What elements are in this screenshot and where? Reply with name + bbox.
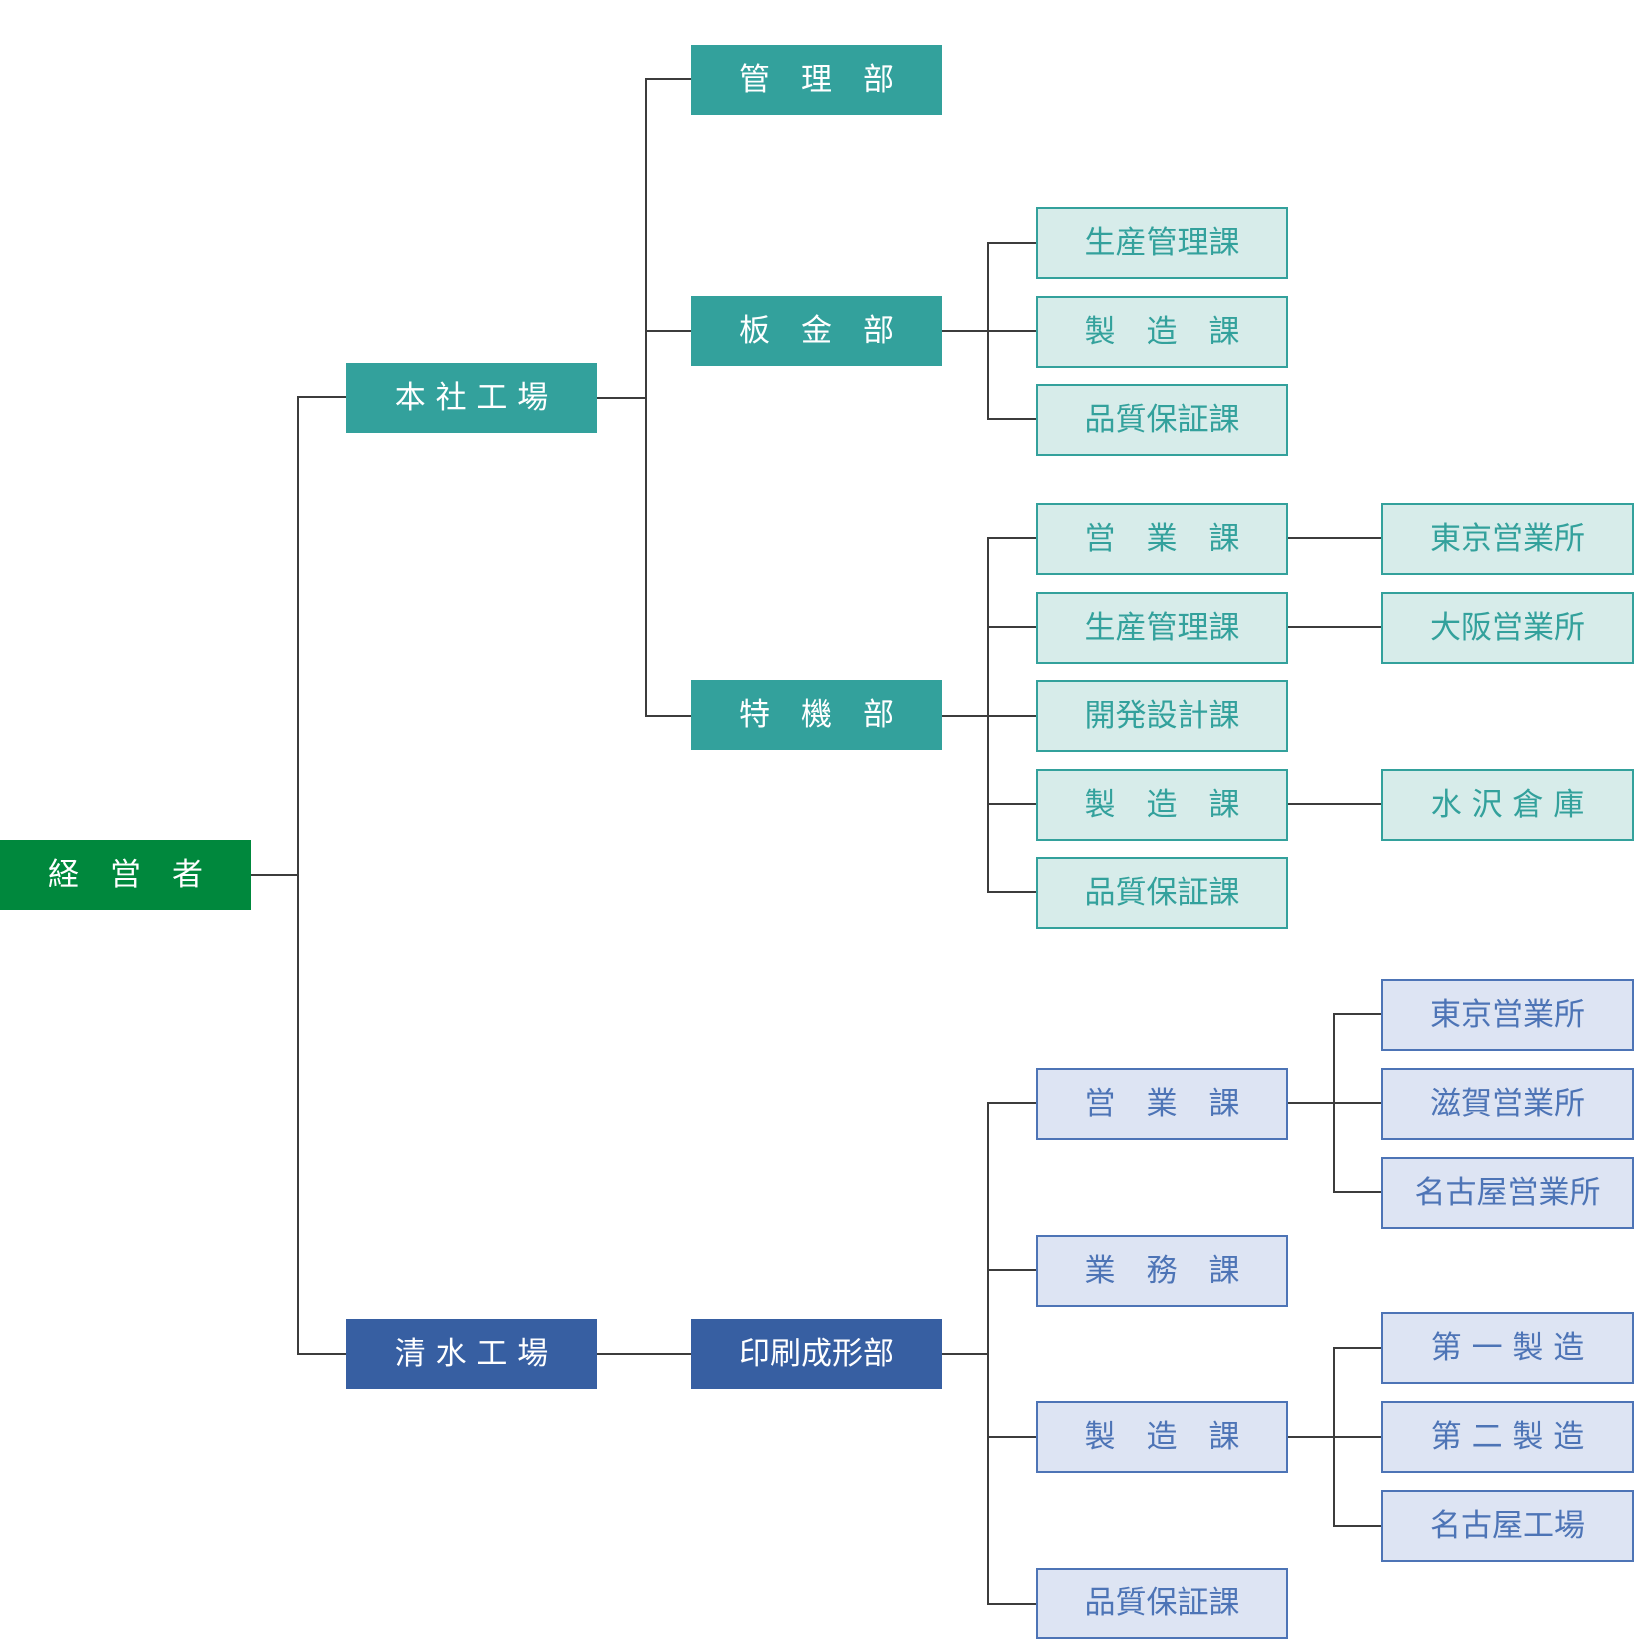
connector-line [987, 418, 1038, 420]
connector-line [1333, 1013, 1383, 1015]
connector-line [251, 874, 299, 876]
connector-line [987, 626, 1038, 628]
node-insatsu-daini-seizo: 第 二 製 造 [1381, 1401, 1634, 1473]
node-insatsu-nagoya-kojo: 名古屋工場 [1381, 1490, 1634, 1562]
node-bankin-hinshitsu-ka: 品質保証課 [1036, 384, 1288, 456]
node-tokki-eigyo-ka: 営 業 課 [1036, 503, 1288, 575]
node-kanri-bu: 管 理 部 [691, 45, 942, 115]
node-bankin-bu: 板 金 部 [691, 296, 942, 366]
node-insatsu-hinshitsu-ka: 品質保証課 [1036, 1568, 1288, 1639]
node-insatsu-shiga-eigyosho: 滋賀営業所 [1381, 1068, 1634, 1140]
node-insatsu-seizo-ka: 製 造 課 [1036, 1401, 1288, 1473]
node-tokki-seisan-kanri-ka: 生産管理課 [1036, 592, 1288, 664]
connector-line [645, 78, 647, 717]
node-insatsu-gyomu-ka: 業 務 課 [1036, 1235, 1288, 1307]
node-tokki-hinshitsu-ka: 品質保証課 [1036, 857, 1288, 929]
node-insatsu-eigyo-ka: 営 業 課 [1036, 1068, 1288, 1140]
connector-line [1333, 1347, 1383, 1349]
node-keieisha: 経 営 者 [0, 840, 251, 910]
connector-line [987, 1102, 1038, 1104]
connector-line [942, 1353, 989, 1355]
node-tokki-osaka-eigyosho: 大阪営業所 [1381, 592, 1634, 664]
connector-line [1333, 1525, 1383, 1527]
node-tokki-bu: 特 機 部 [691, 680, 942, 750]
connector-line [987, 1102, 989, 1605]
connector-line [597, 1353, 692, 1355]
connector-line [645, 330, 691, 332]
node-honsha-kojo: 本 社 工 場 [346, 363, 597, 433]
connector-line [645, 715, 691, 717]
node-insatsu-nagoya-eigyosho: 名古屋営業所 [1381, 1157, 1634, 1229]
connector-line [987, 537, 1038, 539]
connector-line [297, 396, 299, 1355]
node-tokki-kaihatsu-sekkei-ka: 開発設計課 [1036, 680, 1288, 752]
connector-line [987, 1603, 1038, 1605]
connector-line [645, 78, 691, 80]
node-shimizu-kojo: 清 水 工 場 [346, 1319, 597, 1389]
node-tokki-seizo-ka: 製 造 課 [1036, 769, 1288, 841]
connector-line [942, 715, 1038, 717]
node-bankin-seizo-ka: 製 造 課 [1036, 296, 1288, 368]
connector-line [987, 803, 1038, 805]
connector-line [987, 1436, 1038, 1438]
node-tokki-mizusawa-soko: 水 沢 倉 庫 [1381, 769, 1634, 841]
connector-line [987, 242, 989, 420]
connector-line [987, 242, 1038, 244]
node-tokki-tokyo-eigyosho: 東京営業所 [1381, 503, 1634, 575]
connector-line [1287, 1102, 1383, 1104]
connector-line [1287, 803, 1383, 805]
connector-line [942, 330, 1038, 332]
node-insatsu-tokyo-eigyosho: 東京営業所 [1381, 979, 1634, 1051]
connector-line [987, 891, 1038, 893]
connector-line [987, 537, 989, 893]
connector-line [987, 1269, 1038, 1271]
connector-line [1333, 1013, 1335, 1193]
connector-line [1287, 537, 1383, 539]
connector-line [1333, 1347, 1335, 1527]
node-insatsu-daiichi-seizo: 第 一 製 造 [1381, 1312, 1634, 1384]
node-insatsu-seikei-bu: 印刷成形部 [691, 1319, 942, 1389]
connector-line [297, 396, 346, 398]
connector-line [597, 397, 647, 399]
node-bankin-seisan-kanri-ka: 生産管理課 [1036, 207, 1288, 279]
connector-line [1287, 1436, 1383, 1438]
connector-line [1333, 1191, 1383, 1193]
connector-line [1287, 626, 1383, 628]
connector-line [297, 1353, 346, 1355]
